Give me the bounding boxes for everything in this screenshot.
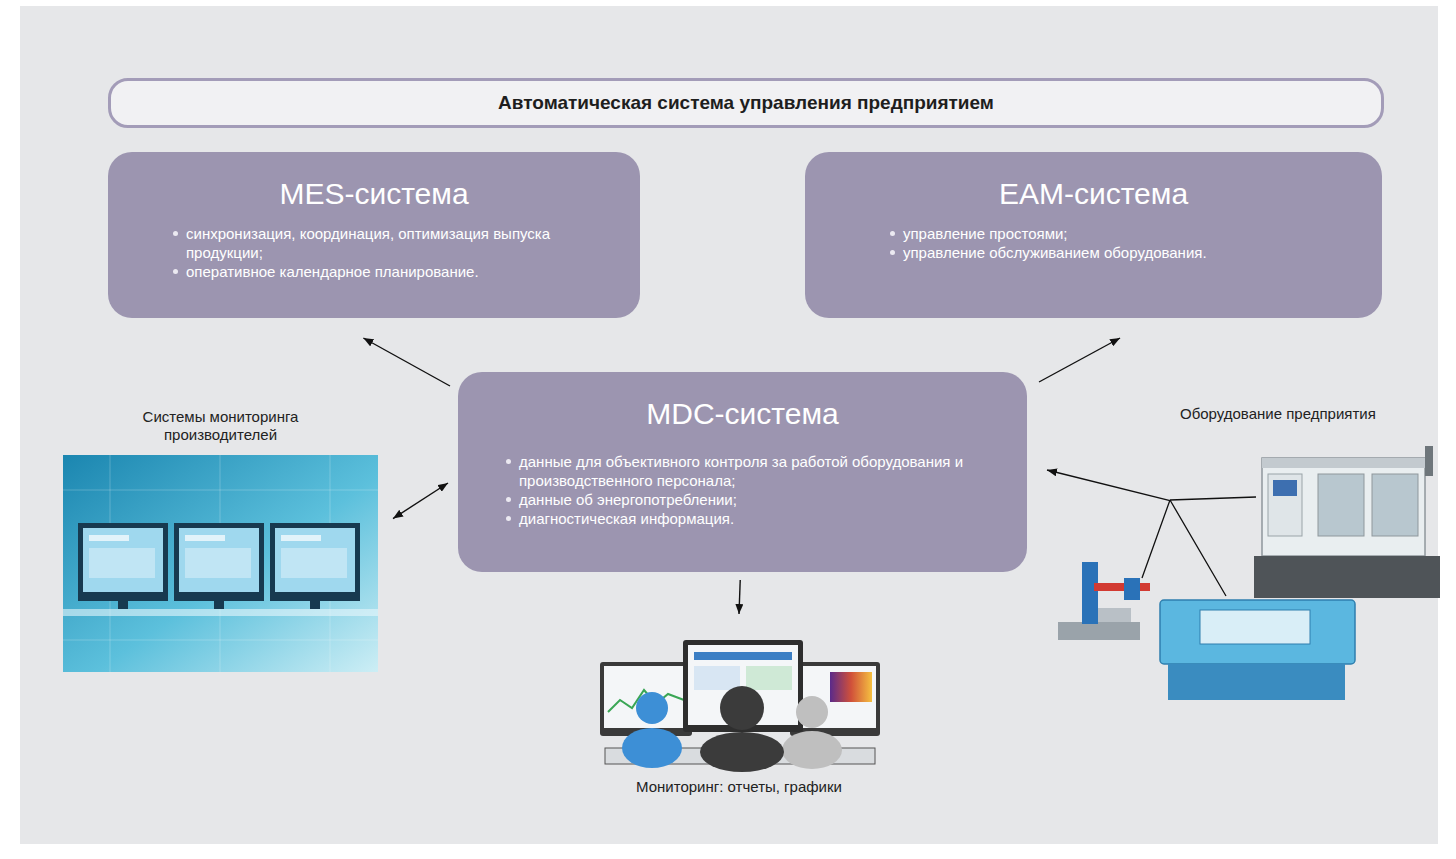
band-title-row: Автоматическая система управления предпр… xyxy=(111,81,1381,125)
drill-table xyxy=(1095,608,1131,622)
bullet-text: данные для объективного контроля за рабо… xyxy=(519,452,987,490)
lathe-base xyxy=(1168,664,1345,700)
pic-head-left-row: Оборудование предприятия xyxy=(1170,405,1445,423)
background-panel xyxy=(20,6,1438,844)
screen-panel xyxy=(89,548,155,578)
cnc-body xyxy=(1262,458,1425,556)
screen-panel xyxy=(694,666,740,690)
cnc-lamp xyxy=(1425,446,1433,476)
bullet-dot xyxy=(506,497,511,502)
person-body xyxy=(700,732,784,772)
system-box: EAM-система управление простоями;управлен… xyxy=(805,152,1382,318)
bullet-text: управление обслуживанием оборудования. xyxy=(903,243,1207,262)
monitor-frame xyxy=(78,523,168,601)
bullet-row: синхронизация, координация, оптимизация … xyxy=(173,224,610,262)
picture-grid xyxy=(63,455,378,672)
bullet-text: оперативное календарное планирование. xyxy=(186,262,479,281)
head-row: MDC-система xyxy=(458,396,1027,432)
connector-arrow xyxy=(1039,338,1120,382)
screen-bar xyxy=(281,535,321,541)
connector-arrow xyxy=(739,580,740,614)
cnc-top xyxy=(1262,458,1425,468)
monitoring-picture xyxy=(63,455,378,672)
monitor-screen xyxy=(794,666,876,728)
bullet-row: диагностическая информация. xyxy=(506,509,987,528)
person-head xyxy=(636,692,668,724)
drill-head xyxy=(1124,578,1140,600)
bullet-row: данные для объективного контроля за рабо… xyxy=(506,452,987,490)
connector-arrow xyxy=(1047,470,1170,501)
head-row: EAM-система xyxy=(805,176,1382,212)
node-label: Оборудование предприятия xyxy=(1180,405,1376,422)
screen-bar xyxy=(185,535,225,541)
drill-arm xyxy=(1094,583,1150,591)
header-band: Автоматическая система управления предпр… xyxy=(108,78,1384,128)
screen-panel xyxy=(185,548,251,578)
pic-head-row: Системы мониторинга производителей xyxy=(116,408,326,444)
monitor-stand xyxy=(214,601,224,609)
system-title: MDC-система xyxy=(646,397,838,430)
monitor-frame xyxy=(270,523,360,601)
cnc-screen xyxy=(1273,480,1297,496)
monitor-stand xyxy=(118,601,128,609)
lathe-guard xyxy=(1200,610,1310,644)
head-row: MES-система xyxy=(108,176,640,212)
monitor-screen xyxy=(179,528,259,592)
monitor-frame xyxy=(790,662,880,736)
bullet-dot xyxy=(173,231,178,236)
bullet-dot xyxy=(173,269,178,274)
bullet-text: диагностическая информация. xyxy=(519,509,734,528)
picture-node: Мониторинг: отчеты, графики xyxy=(598,622,880,800)
drill-base xyxy=(1058,622,1140,640)
cnc-window xyxy=(1372,474,1418,536)
node-label: Мониторинг: отчеты, графики xyxy=(636,778,842,795)
bullet-text: синхронизация, координация, оптимизация … xyxy=(186,224,610,262)
screen-heatmap xyxy=(830,672,872,702)
system-box: MES-система синхронизация, координация, о… xyxy=(108,152,640,318)
person-head xyxy=(796,696,828,728)
picture-node: Системы мониторинга производителей xyxy=(63,398,378,672)
connector-arrow xyxy=(393,483,448,519)
person-body xyxy=(622,728,682,768)
node-label: Автоматическая система управления предпр… xyxy=(498,92,994,113)
monitor-frame xyxy=(683,640,803,732)
person-body xyxy=(782,731,842,769)
bullet-row: оперативное календарное планирование. xyxy=(173,262,610,281)
bullet-row: данные об энергопотреблении; xyxy=(506,490,987,509)
monitor-screen xyxy=(83,528,163,592)
lathe-body xyxy=(1160,600,1355,664)
pic-cap-row: Мониторинг: отчеты, графики xyxy=(598,778,880,796)
picture-desk xyxy=(63,609,378,616)
person-head xyxy=(720,686,764,730)
cnc-window xyxy=(1318,474,1364,536)
merge-lines xyxy=(1142,497,1256,596)
bullet-text: данные об энергопотреблении; xyxy=(519,490,737,509)
monitor-frame xyxy=(600,662,692,736)
screen-bar xyxy=(89,535,129,541)
connector-arrow xyxy=(363,338,450,386)
node-label: Системы мониторинга производителей xyxy=(143,408,299,443)
equipment-group: Оборудование предприятия xyxy=(1170,395,1445,715)
screen-bar xyxy=(694,652,792,660)
monitor-frame xyxy=(174,523,264,601)
bullet-row: управление простоями; xyxy=(890,224,1352,243)
cnc-base xyxy=(1254,556,1440,598)
screen-panel xyxy=(746,666,792,690)
bullet-dot xyxy=(890,231,895,236)
bullet-dot xyxy=(890,250,895,255)
bullet-dot xyxy=(506,459,511,464)
system-title: EAM-система xyxy=(999,177,1188,210)
bullet-dot xyxy=(506,516,511,521)
bullet-text: управление простоями; xyxy=(903,224,1068,243)
drill-column xyxy=(1082,562,1098,624)
bullet-row: управление обслуживанием оборудования. xyxy=(890,243,1352,262)
system-box: MDC-система данные для объективного контр… xyxy=(458,372,1027,572)
monitor-screen xyxy=(275,528,355,592)
monitor-screen xyxy=(604,666,688,728)
monitor-stand xyxy=(310,601,320,609)
system-title: MES-система xyxy=(279,177,468,210)
cnc-panel xyxy=(1268,474,1302,536)
screen-panel xyxy=(281,548,347,578)
